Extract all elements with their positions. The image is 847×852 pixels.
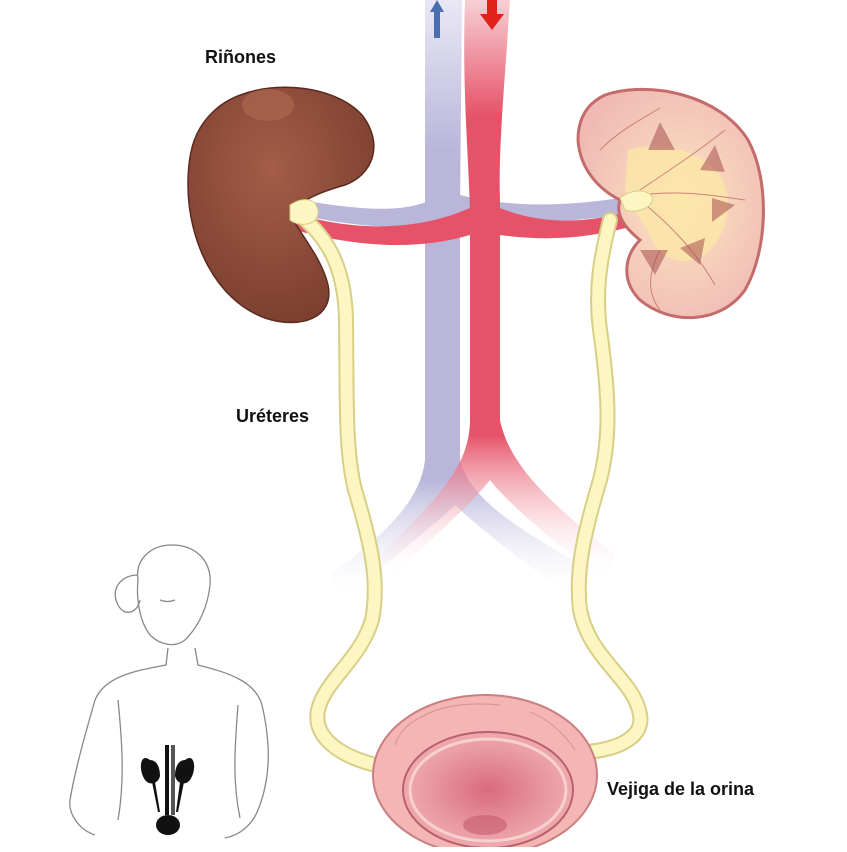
ureters (292, 207, 649, 776)
ureters-label: Uréteres (236, 406, 310, 426)
arrow-up-icon (430, 0, 444, 38)
bladder-label: Vejiga de la orina (607, 779, 755, 799)
human-figure-outline (69, 544, 269, 839)
arrow-down-icon (480, 0, 504, 30)
bladder (372, 694, 598, 852)
left-kidney (187, 86, 375, 324)
kidneys-label: Riñones (205, 47, 277, 67)
right-kidney-section (576, 87, 765, 320)
human-figure-urinary-organs (140, 745, 195, 835)
